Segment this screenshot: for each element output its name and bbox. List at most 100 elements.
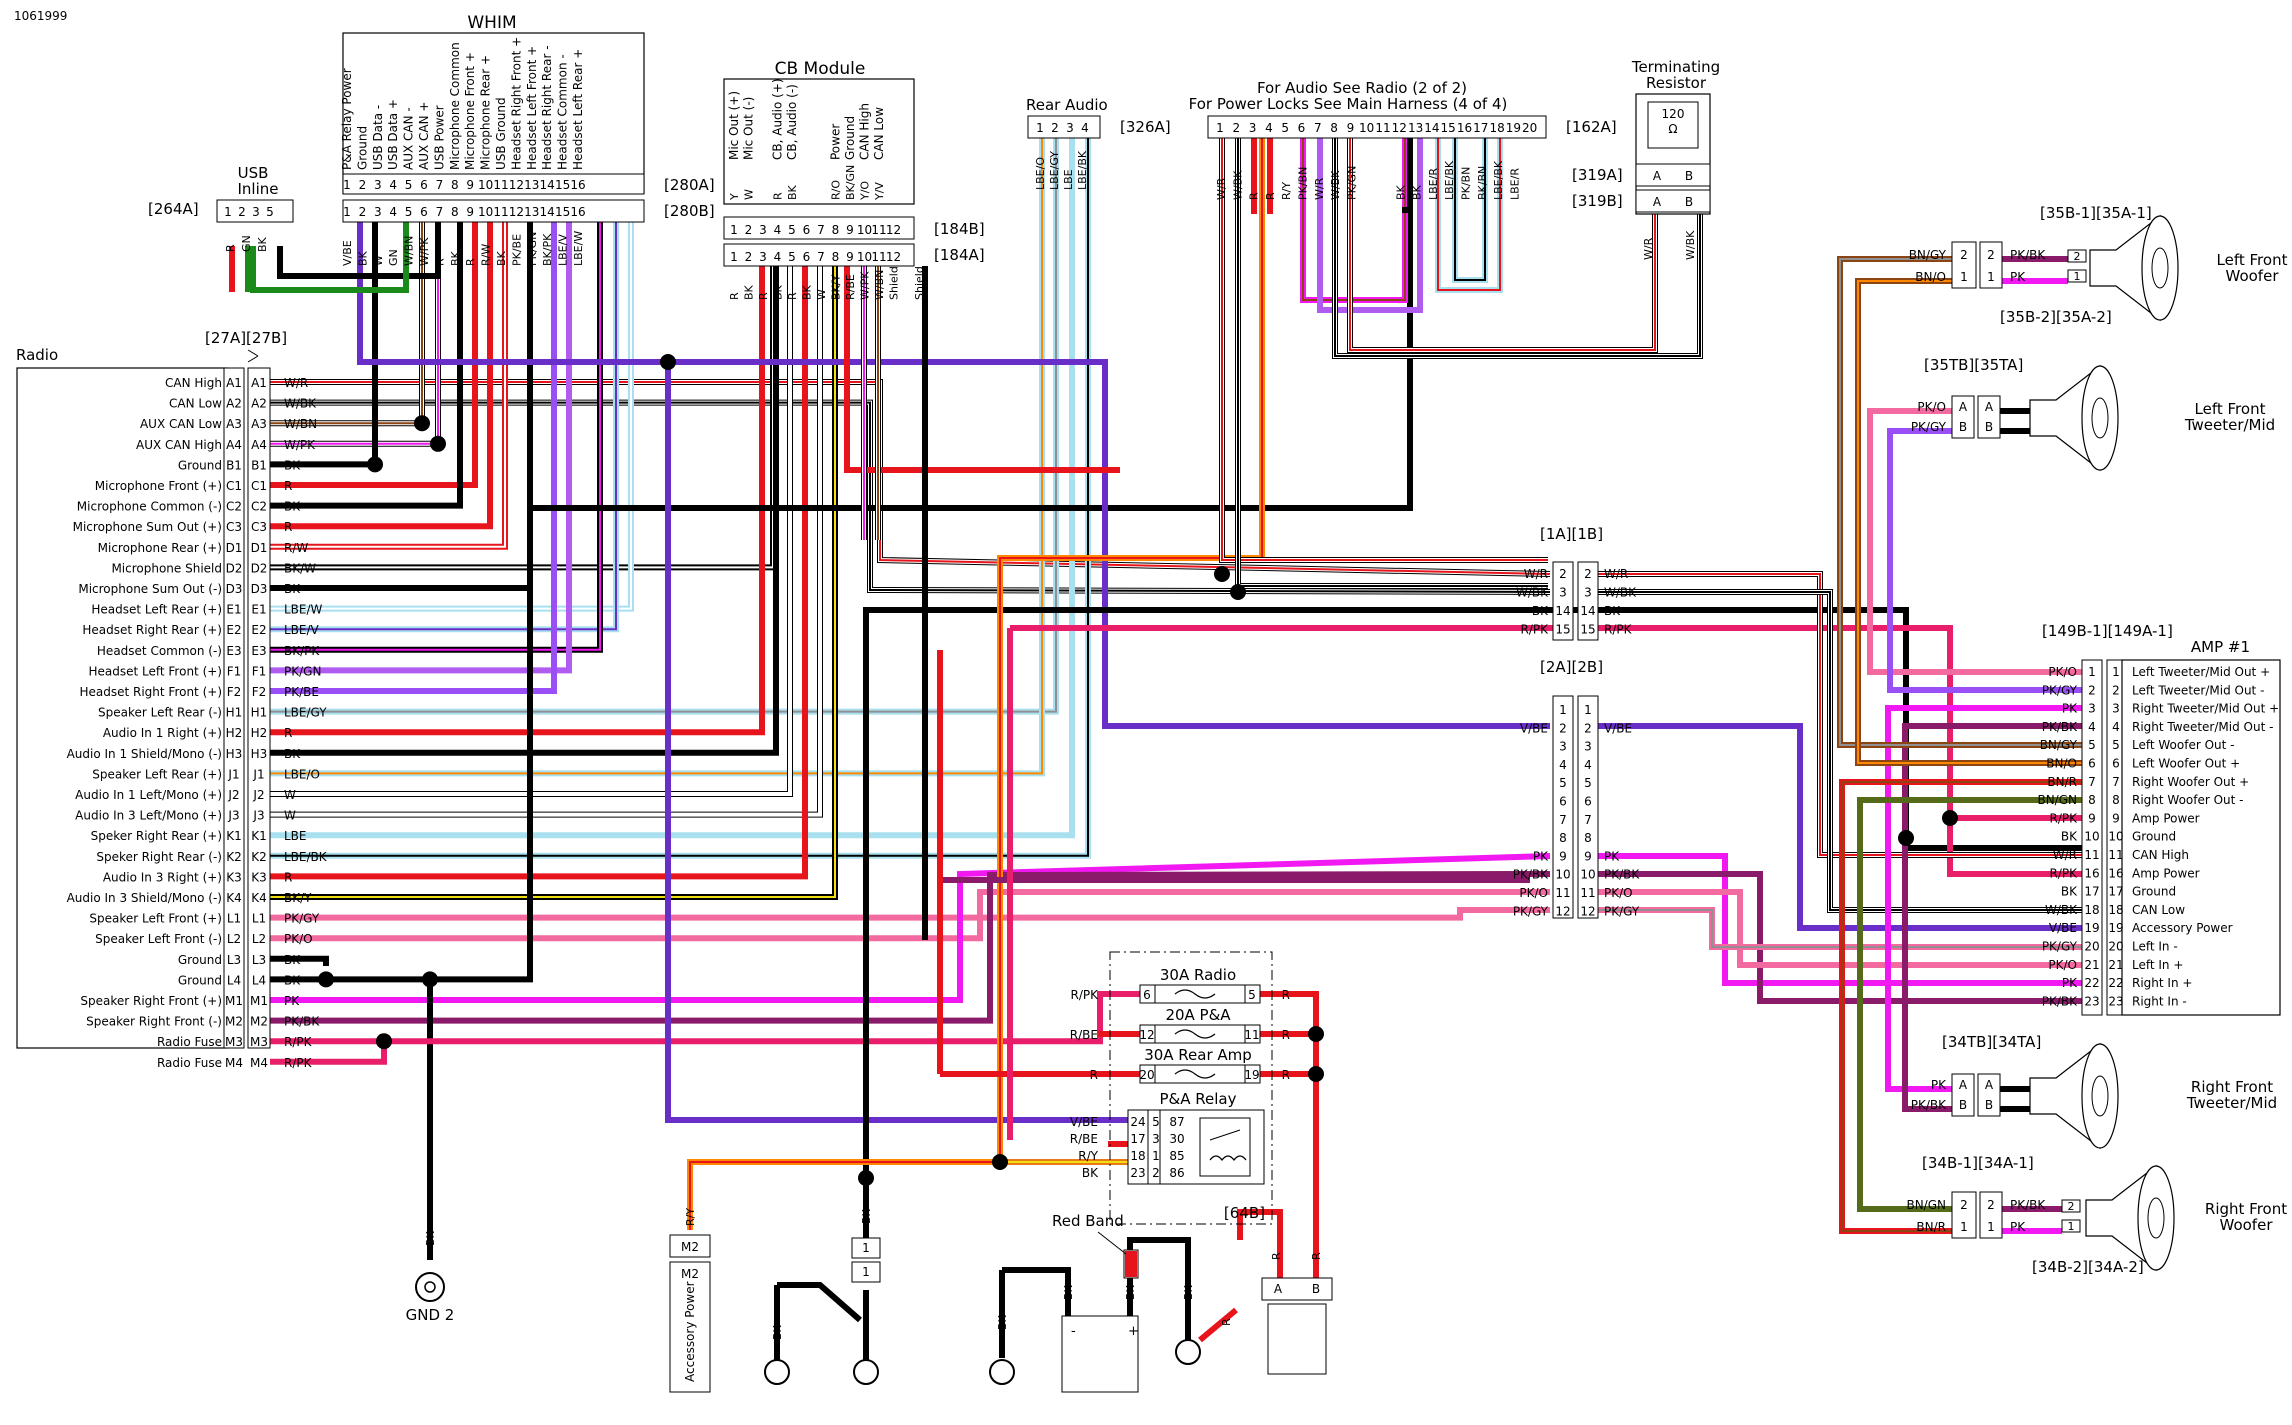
radio-pin-wire: BK/PK <box>284 644 320 658</box>
c2-pin: 6 <box>1559 795 1567 809</box>
cb-184b <box>723 216 915 240</box>
whim-wire-label: GN <box>387 249 400 266</box>
whim-280a <box>342 173 645 195</box>
amp-wire: BN/O <box>2046 757 2077 771</box>
whim-wire-label: BK <box>449 250 462 266</box>
amp-right-in-neg <box>1598 871 2082 1004</box>
splice-dot <box>992 1154 1008 1170</box>
c1-right-wire: W/R <box>1604 567 1628 581</box>
amp-pin: 22 <box>2084 976 2099 990</box>
splice-dot <box>422 971 438 988</box>
relay-title: P&A Relay <box>1160 1090 1237 1108</box>
c162-pin: 2 <box>1232 121 1240 135</box>
relay-wire: R/Y <box>1078 1149 1098 1163</box>
cb-pin-name: CAN High <box>858 103 872 160</box>
amp-pin: 19 <box>2108 921 2123 935</box>
cb-pin-num: 11 <box>871 223 886 237</box>
radio-pin-a: K1 <box>226 829 242 843</box>
bat-wire: BK <box>1062 1284 1075 1300</box>
rear-audio-pin: 3 <box>1066 121 1074 135</box>
c2-left-wire: PK/GY <box>1513 904 1549 918</box>
amp-pin-name: Left In - <box>2132 940 2178 954</box>
whim-pin-name: USB Power <box>432 105 446 170</box>
ref-326a: [326A] <box>1120 118 1171 136</box>
whim-pin-num: 15 <box>555 205 570 219</box>
ry-to-162-stripe <box>999 138 1263 1162</box>
radio-pin-wire: LBE/W <box>284 603 323 617</box>
audio3-right <box>270 266 808 880</box>
fuse-right-wire: R <box>1282 1028 1290 1042</box>
rt-pin: A <box>1985 1078 1994 1092</box>
splice-dot <box>1942 810 1958 826</box>
radio-pin-b: H3 <box>251 747 268 761</box>
radio-pin-a: E1 <box>226 603 241 617</box>
cb-pin-num: 7 <box>817 223 825 237</box>
whim-wire-label: BK/PK <box>541 233 554 266</box>
ref-184a: [184A] <box>934 246 985 264</box>
fuse-pin-right: 19 <box>1244 1068 1259 1082</box>
amp-wire: PK/BK <box>2042 994 2078 1008</box>
radio-pin-a: F1 <box>227 664 242 678</box>
cb-pin-num: 4 <box>774 223 782 237</box>
headset-rf <box>270 222 557 694</box>
fuse-symbol <box>1174 989 1216 999</box>
radio-pin-name: Microphone Sum Out (+) <box>73 520 222 534</box>
cb-pin-name: CB, Audio (+) <box>771 78 785 160</box>
radio-pin-wire: BK <box>284 747 301 761</box>
amp-pin: 17 <box>2108 885 2123 899</box>
c2-pin: 1 <box>1584 703 1592 717</box>
rw-term-num: 1 <box>2068 1220 2075 1233</box>
whim-pin-num: 12 <box>509 178 524 192</box>
fuse-r-out <box>1260 991 1319 1260</box>
amp-pin: 11 <box>2108 848 2123 862</box>
radio-pin-b: F1 <box>252 664 267 678</box>
radio-pin-wire: PK/O <box>284 932 313 946</box>
maxi-pin: A <box>1274 1282 1283 1296</box>
whim-pin-num: 1 <box>343 178 351 192</box>
whim-pin-name: Headset Common - <box>556 54 570 170</box>
cb-bottom-wire: W <box>815 289 828 300</box>
whim-pin-num: 16 <box>570 178 585 192</box>
usb-wire: GN <box>240 235 253 252</box>
c1-pin: 3 <box>1559 586 1567 600</box>
amp-pin-name: Left Woofer Out - <box>2132 738 2235 752</box>
pkbk-route <box>937 877 1530 1034</box>
c162-pin: 13 <box>1408 121 1423 135</box>
whim-280b <box>342 199 645 223</box>
radio-pin-name: Speaker Right Front (+) <box>80 994 222 1008</box>
c1-right-wire: R/PK <box>1604 623 1633 637</box>
lug4 <box>1175 1339 1201 1365</box>
c162-wire: BK/BN <box>1476 166 1489 200</box>
radio-pin-name: Speaker Left Front (+) <box>89 912 222 926</box>
bat-neg <box>1002 1267 1071 1316</box>
cb-pin-num: 11 <box>871 250 886 264</box>
radio-pin-b: H1 <box>251 706 268 720</box>
ref-1a1b: [1A][1B] <box>1540 525 1603 543</box>
usb-data <box>250 222 409 293</box>
radio-body <box>16 367 228 1049</box>
fuse-pin-left: 6 <box>1143 988 1151 1002</box>
radio-pin-wire: BK <box>284 582 301 596</box>
cb-pin-num: 12 <box>886 250 901 264</box>
radio-pin-name: Headset Right Front (+) <box>79 685 222 699</box>
c2-pin: 2 <box>1559 721 1567 735</box>
amp-pin: 16 <box>2108 866 2123 880</box>
amp-pin-name: Right Tweeter/Mid Out + <box>2132 702 2279 716</box>
lw-wire-out: PK/BK <box>2010 248 2046 262</box>
amp-pin: 8 <box>2112 793 2120 807</box>
amp-pin: 17 <box>2084 885 2099 899</box>
lt-conn-a <box>1977 395 2001 439</box>
c162-pkbn-stripe <box>1302 138 1406 301</box>
radio-pin-wire: LBE/GY <box>284 706 327 720</box>
c162-wr-stripe <box>1221 138 1548 561</box>
radio-pin-wire: W/BN <box>284 417 317 431</box>
whim-pin-num: 7 <box>436 205 444 219</box>
radio-pin-name: Speaker Left Front (-) <box>95 932 222 946</box>
whim-pin-num: 3 <box>374 205 382 219</box>
whim-wire-label: R <box>464 258 477 266</box>
cb-pin-name: Power <box>829 124 843 160</box>
cb-pin-num: 5 <box>788 223 796 237</box>
amp-pin: 2 <box>2088 683 2096 697</box>
amp-pin: 3 <box>2112 702 2120 716</box>
